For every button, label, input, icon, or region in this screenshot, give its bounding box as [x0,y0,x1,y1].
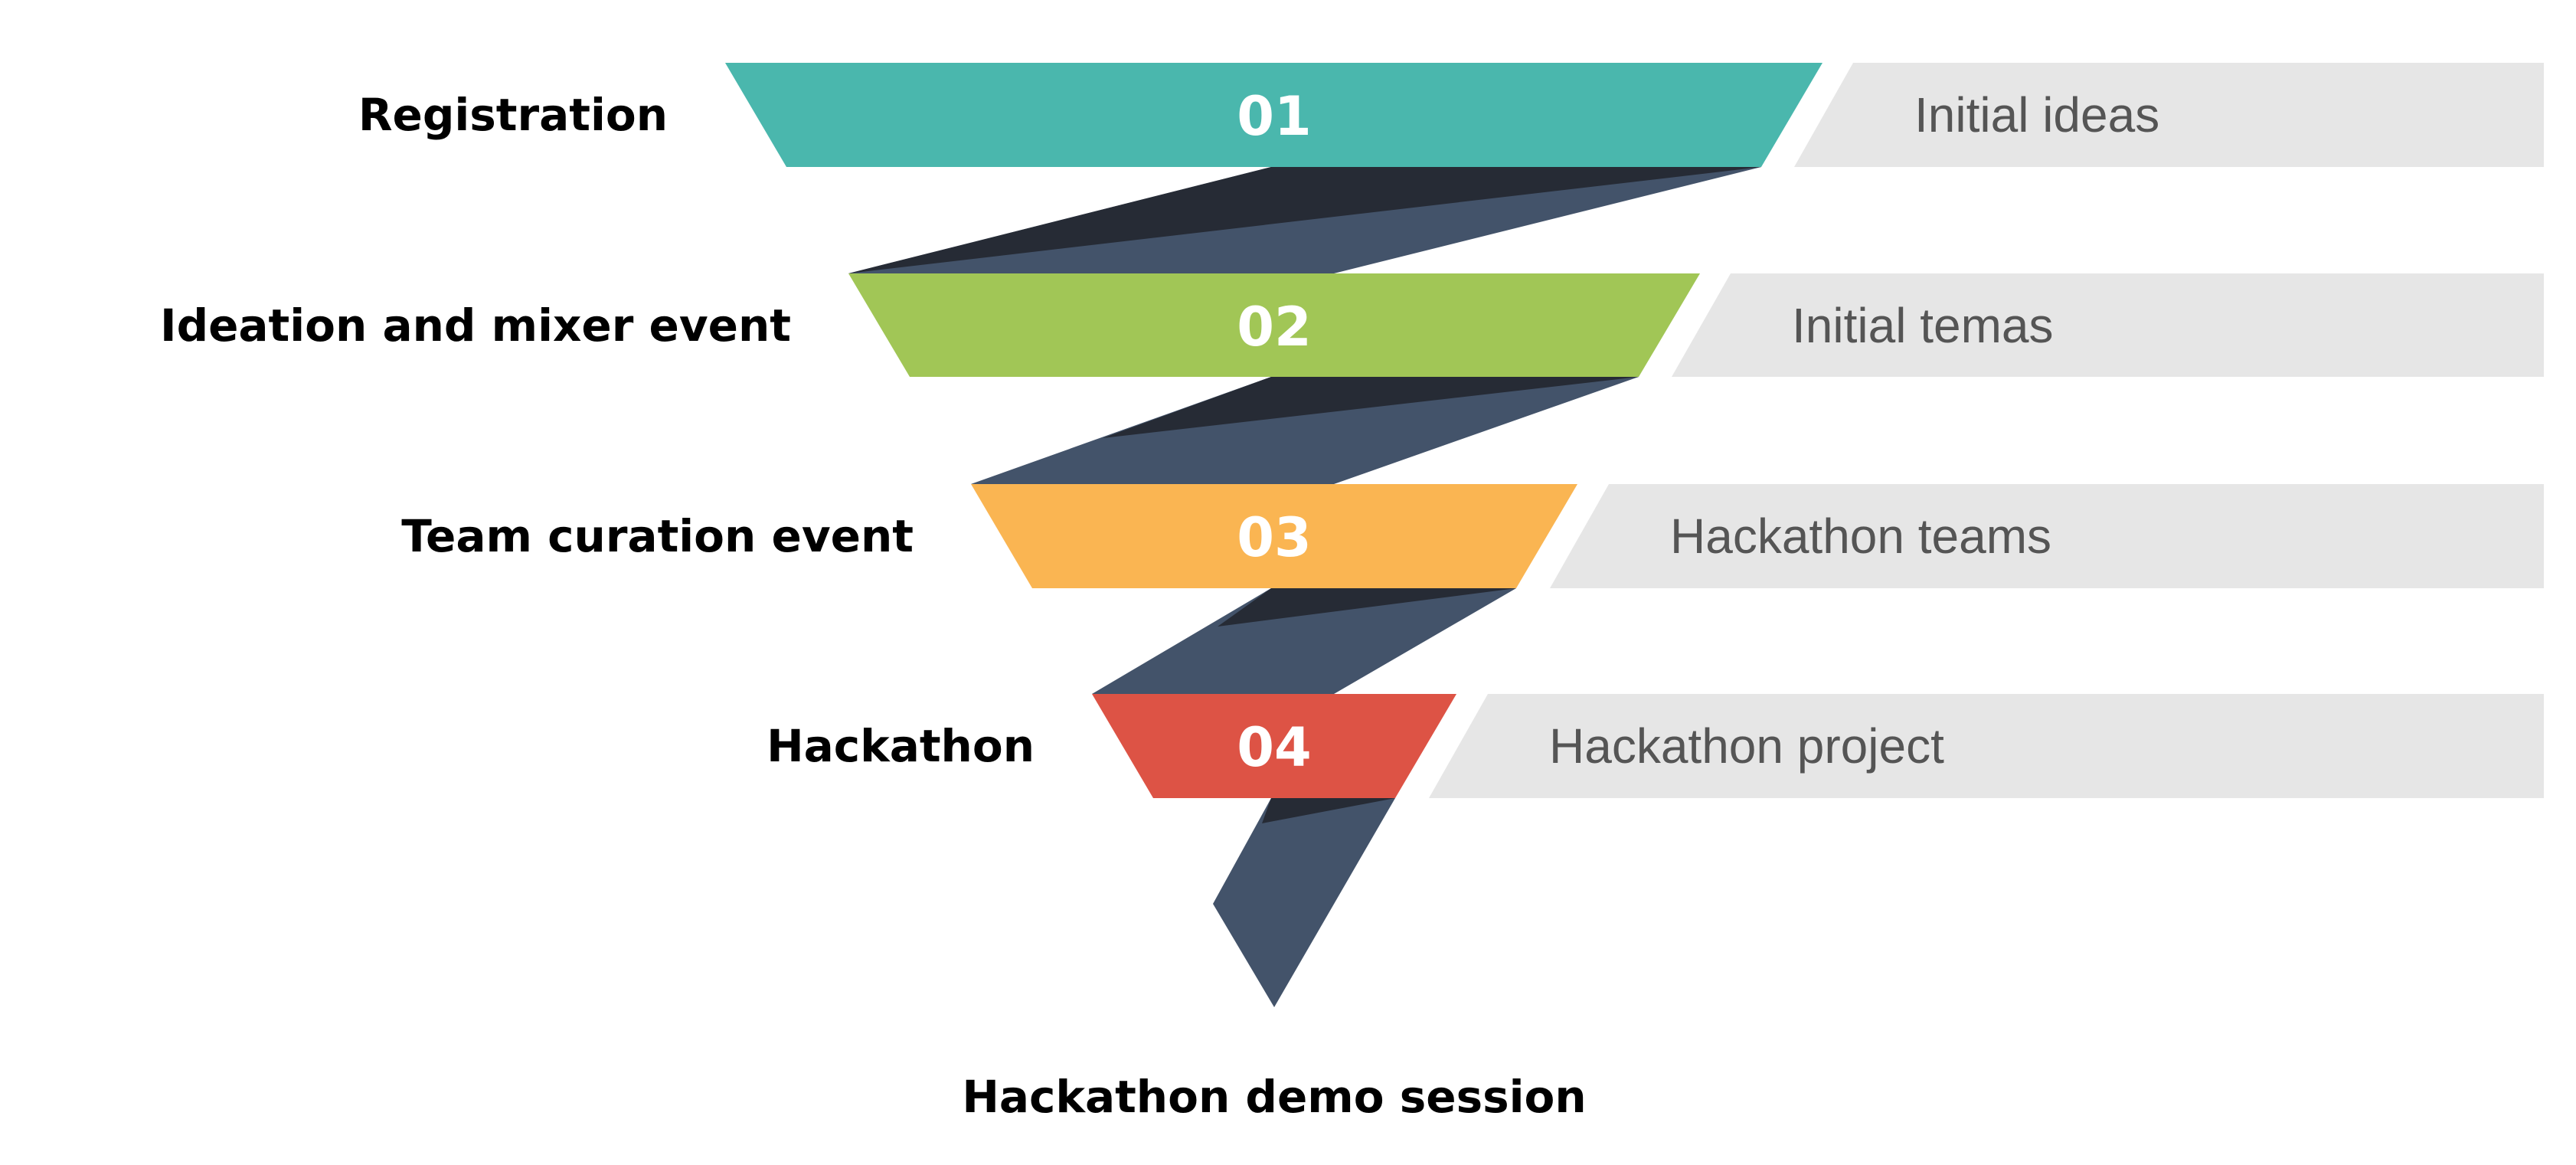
stage-trapezoids [725,63,1822,798]
stage-1-trapezoid [725,63,1822,167]
output-band-4 [1429,694,2544,798]
stage-numbers: 01 02 03 04 [1237,85,1311,779]
stage-3-trapezoid [971,484,1577,588]
stage-3-output: Hackathon teams [1670,509,2051,564]
stage-3-label: Team curation event [401,510,914,562]
stage-1-number: 01 [1237,85,1311,148]
stage-2-number: 02 [1237,296,1311,358]
stage-3-number: 03 [1237,506,1311,569]
stage-4-output: Hackathon project [1549,718,1944,774]
ribbon-dark-1 [848,167,1761,273]
stage-2-output: Initial temas [1792,298,2053,353]
stage-labels: Registration Ideation and mixer event Te… [160,89,1035,772]
ribbon-dark-tail [1262,798,1395,823]
ribbon-connectors [848,167,1761,1007]
output-band-3 [1550,484,2544,588]
stage-2-label: Ideation and mixer event [160,299,791,352]
final-stage-label: Hackathon demo session [962,1071,1586,1123]
stage-1-output: Initial ideas [1914,87,2159,142]
ribbon-dark-3 [1218,588,1516,627]
stage-outputs: Initial ideas Initial temas Hackathon te… [1549,87,2159,774]
stage-4-number: 04 [1237,716,1311,779]
stage-4-label: Hackathon [767,720,1035,772]
ribbon-mid-2 [971,377,1639,484]
output-band-2 [1672,273,2544,377]
stage-2-trapezoid [848,273,1700,377]
stage-1-label: Registration [358,89,668,141]
output-band-1 [1794,63,2544,167]
stage-4-trapezoid [1092,694,1456,798]
ribbon-mid-3 [1092,588,1516,694]
output-bands [1429,63,2544,798]
ribbon-tail [1213,798,1395,1007]
ribbon-dark-2 [1103,377,1639,438]
